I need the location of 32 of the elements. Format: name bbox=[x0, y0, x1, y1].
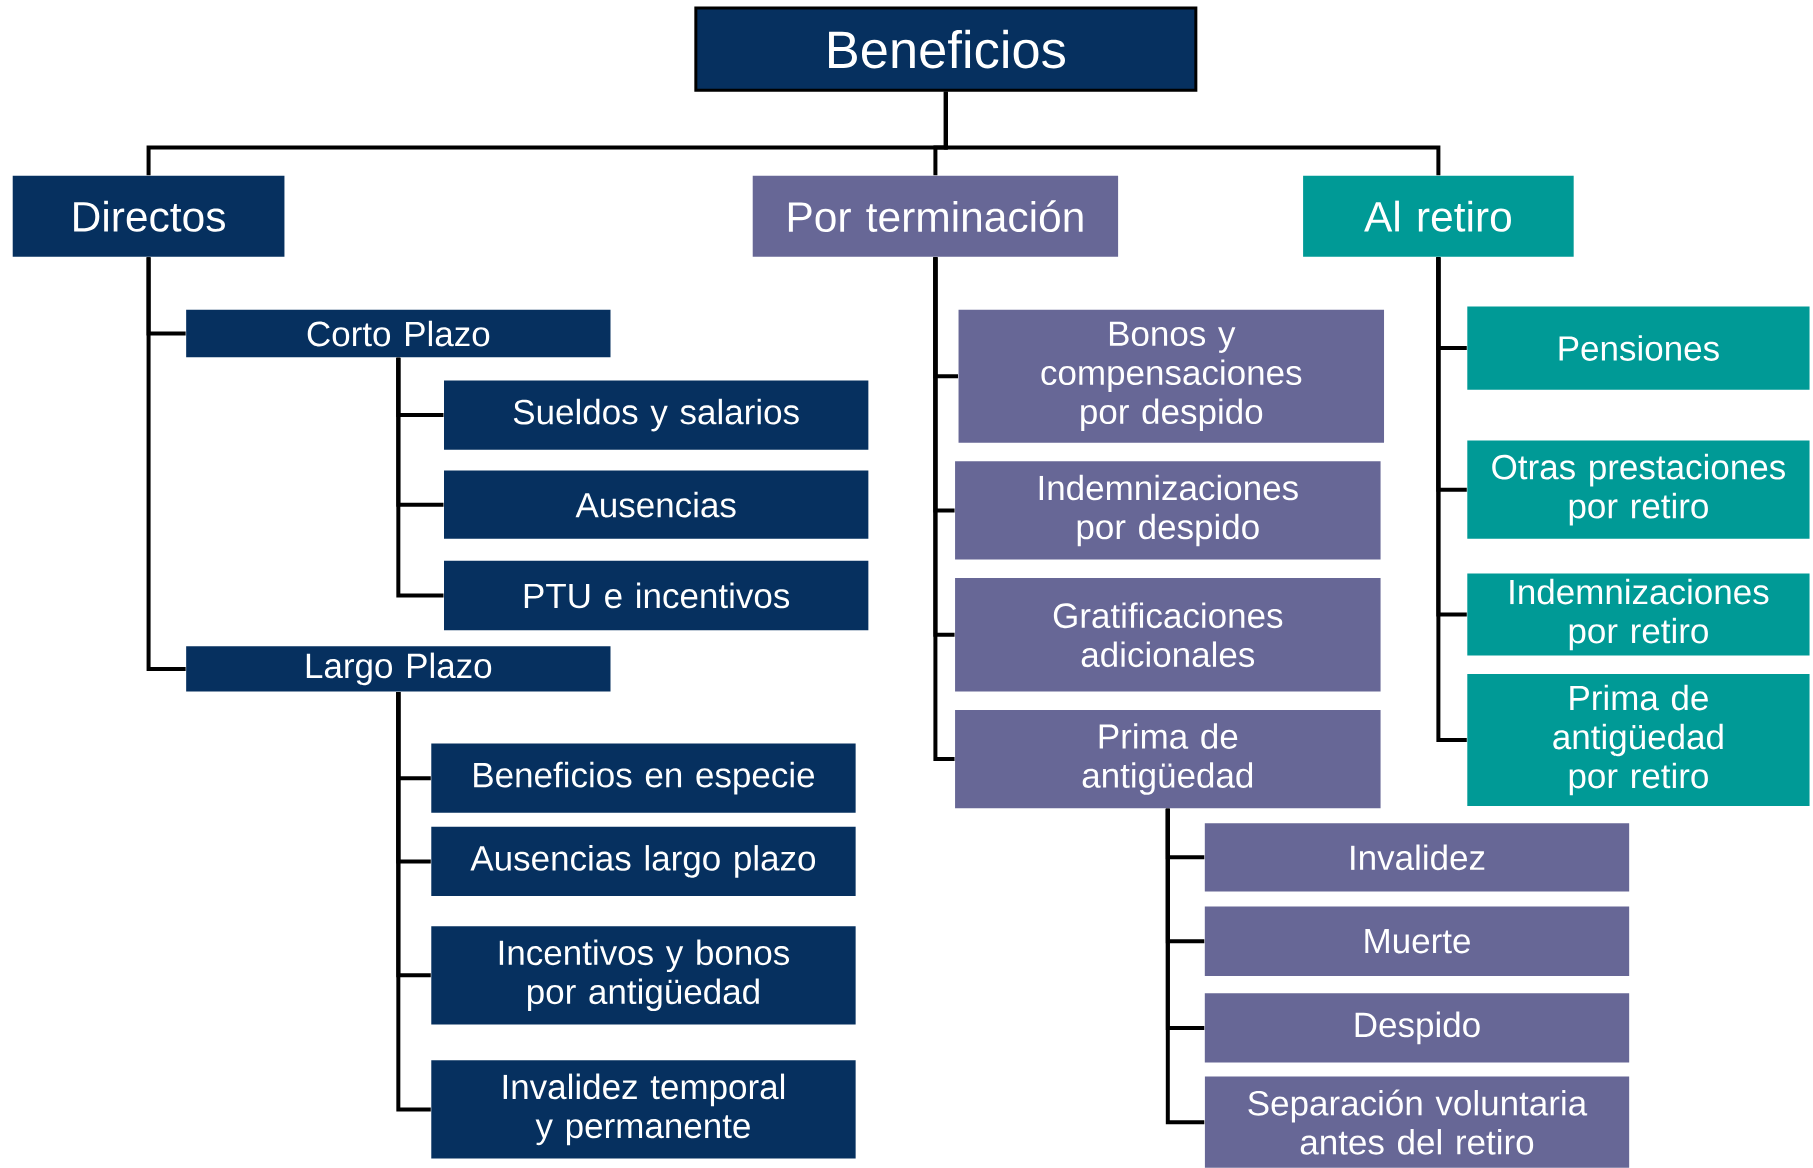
item-box: Invalidez temporal y permanente bbox=[431, 1060, 856, 1159]
category-box: Al retiro bbox=[1303, 175, 1574, 257]
item-box: Largo Plazo bbox=[186, 646, 611, 692]
item-box: Incentivos y bonos por antigüedad bbox=[431, 926, 856, 1025]
item-box: Gratificaciones adicionales bbox=[955, 578, 1381, 692]
category-box: Directos bbox=[12, 175, 285, 257]
item-box: Prima de antigüedad por retiro bbox=[1467, 674, 1810, 806]
item-box: Pensiones bbox=[1467, 306, 1810, 390]
item-box: Otras prestaciones por retiro bbox=[1467, 440, 1810, 539]
item-box: PTU e incentivos bbox=[444, 560, 869, 631]
item-box: Muerte bbox=[1204, 906, 1630, 976]
item-box: Prima de antigüedad bbox=[955, 709, 1381, 809]
item-box: Separación voluntaria antes del retiro bbox=[1204, 1076, 1630, 1168]
item-box: Ausencias bbox=[444, 470, 869, 539]
item-box: Indemnizaciones por retiro bbox=[1467, 573, 1810, 656]
item-box: Sueldos y salarios bbox=[444, 380, 869, 450]
connector bbox=[1165, 808, 1205, 1125]
connector bbox=[146, 257, 186, 671]
connector bbox=[943, 91, 1441, 176]
item-box: Indemnizaciones por despido bbox=[955, 461, 1381, 560]
connector bbox=[1436, 257, 1467, 742]
root-box: Beneficios bbox=[694, 6, 1198, 92]
item-box: Bonos y compensaciones por despido bbox=[958, 309, 1385, 443]
category-box: Por terminación bbox=[752, 175, 1119, 257]
connector bbox=[396, 691, 431, 1112]
item-box: Beneficios en especie bbox=[431, 743, 856, 813]
item-box: Despido bbox=[1204, 993, 1630, 1063]
connector bbox=[933, 257, 955, 762]
connector bbox=[396, 357, 444, 598]
item-box: Invalidez bbox=[1204, 823, 1630, 892]
item-box: Corto Plazo bbox=[186, 309, 611, 358]
item-box: Ausencias largo plazo bbox=[431, 826, 856, 897]
